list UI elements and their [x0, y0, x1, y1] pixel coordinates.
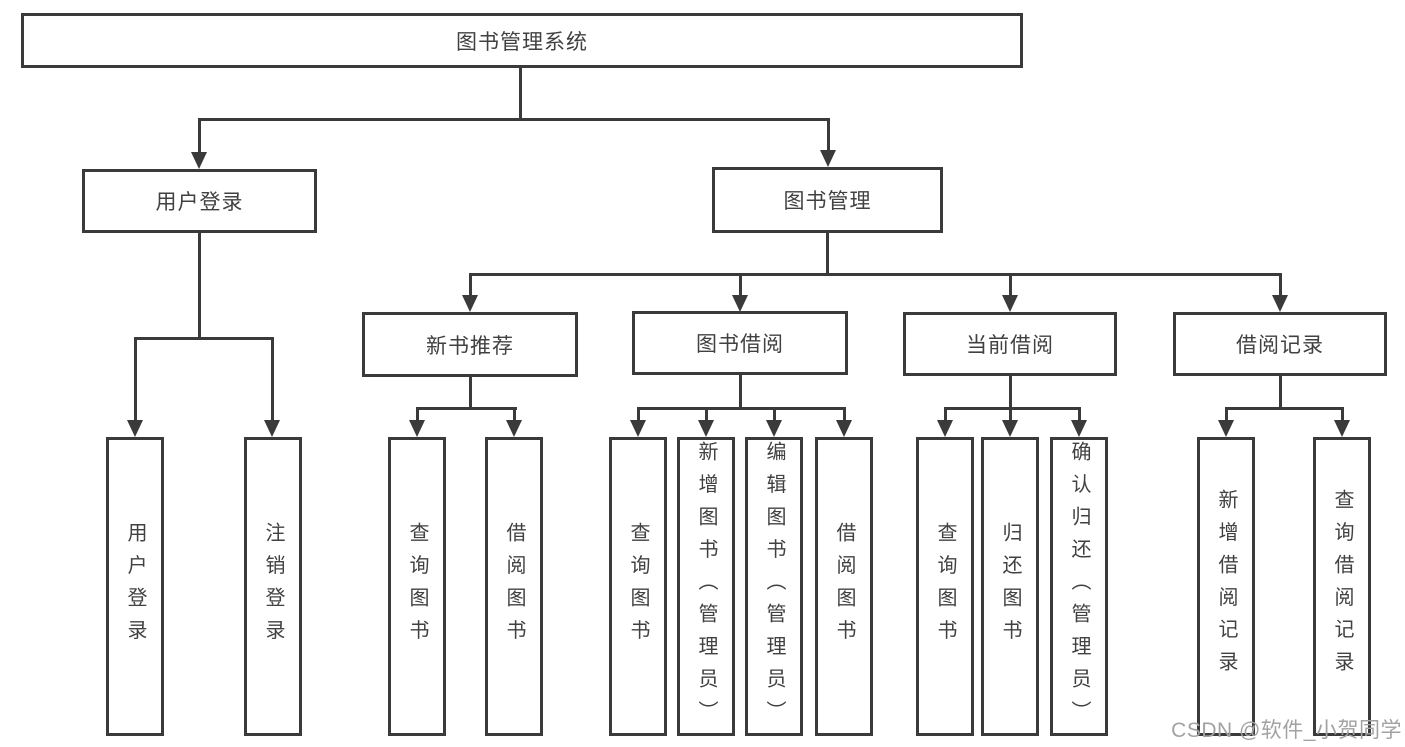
leaf-user-login: 用户登录: [106, 437, 164, 736]
leaf-borrow-books: 借阅图书: [815, 437, 873, 736]
node-book-management: 图书管理: [712, 167, 943, 233]
node-book-borrowing: 图书借阅: [632, 311, 848, 375]
connector-line: [1009, 375, 1012, 407]
leaf-confirm-return-admin: 确认归还（管理员）: [1050, 437, 1108, 736]
arrow-down-icon: [937, 420, 953, 437]
connector-line: [1009, 407, 1012, 421]
connector-line: [1341, 407, 1344, 421]
arrow-down-icon: [1071, 420, 1087, 437]
leaf-user-login-label: 用户登录: [124, 521, 146, 652]
leaf-confirm-return-admin-label: 确认归还（管理员）: [1068, 440, 1090, 733]
leaf-borrow-query-books-label: 查询图书: [627, 521, 649, 652]
connector-line: [271, 337, 274, 421]
connector-line: [1279, 273, 1282, 296]
arrow-down-icon: [630, 420, 646, 437]
node-book-borrowing-label: 图书借阅: [696, 333, 784, 356]
connector-line: [198, 118, 830, 121]
arrow-down-icon: [836, 420, 852, 437]
connector-line: [1078, 407, 1081, 421]
node-new-book-recommend: 新书推荐: [362, 312, 578, 377]
connector-line: [469, 273, 1282, 276]
leaf-current-query-books: 查询图书: [916, 437, 974, 736]
leaf-edit-books-admin: 编辑图书（管理员）: [745, 437, 803, 736]
arrow-down-icon: [766, 420, 782, 437]
connector-line: [739, 273, 742, 296]
connector-line: [198, 233, 201, 337]
connector-line: [1009, 273, 1012, 296]
arrow-down-icon: [1272, 295, 1288, 312]
connector-line: [469, 376, 472, 407]
connector-line: [134, 337, 137, 421]
leaf-return-books: 归还图书: [981, 437, 1039, 736]
arrow-down-icon: [1002, 420, 1018, 437]
leaf-borrow-books-label: 借阅图书: [833, 521, 855, 652]
arrow-down-icon: [698, 420, 714, 437]
arrow-down-icon: [1218, 420, 1234, 437]
connector-line: [843, 407, 846, 421]
leaf-add-borrow-record-label: 新增借阅记录: [1215, 489, 1237, 684]
connector-line: [739, 375, 742, 407]
leaf-return-books-label: 归还图书: [999, 521, 1021, 652]
leaf-borrow-query-books: 查询图书: [609, 437, 667, 736]
node-library-system: 图书管理系统: [21, 13, 1023, 68]
arrow-down-icon: [1002, 295, 1018, 312]
arrow-down-icon: [462, 295, 478, 312]
connector-line: [637, 407, 640, 421]
arrow-down-icon: [191, 152, 207, 169]
arrow-down-icon: [1334, 420, 1350, 437]
node-borrowing-records-label: 借阅记录: [1236, 334, 1324, 357]
leaf-add-borrow-record: 新增借阅记录: [1197, 437, 1255, 736]
node-current-borrowing-label: 当前借阅: [966, 334, 1054, 357]
leaf-rec-borrow-books: 借阅图书: [485, 437, 543, 736]
leaf-current-query-books-label: 查询图书: [934, 521, 956, 652]
connector-line: [827, 118, 830, 151]
leaf-query-borrow-record-label: 查询借阅记录: [1331, 489, 1353, 684]
leaf-logout-label: 注销登录: [262, 521, 284, 652]
node-book-management-label: 图书管理: [783, 190, 872, 213]
node-user-login-label: 用户登录: [155, 191, 244, 214]
node-new-book-recommend-label: 新书推荐: [426, 334, 514, 358]
connector-line: [773, 407, 776, 421]
connector-line: [416, 407, 517, 410]
connector-line: [826, 233, 829, 273]
leaf-rec-borrow-books-label: 借阅图书: [503, 521, 525, 652]
connector-line: [469, 273, 472, 296]
leaf-rec-query-books: 查询图书: [388, 437, 446, 736]
arrow-down-icon: [409, 420, 425, 437]
connector-line: [1225, 407, 1228, 421]
connector-line: [705, 407, 708, 421]
csdn-watermark: CSDN @软件_小贺同学: [1171, 719, 1402, 742]
arrow-down-icon: [820, 150, 836, 167]
connector-line: [944, 407, 1081, 410]
node-library-system-label: 图书管理系统: [456, 30, 588, 54]
connector-line: [198, 118, 201, 153]
leaf-rec-query-books-label: 查询图书: [406, 521, 428, 652]
arrow-down-icon: [506, 420, 522, 437]
leaf-query-borrow-record: 查询借阅记录: [1313, 437, 1371, 736]
leaf-logout: 注销登录: [244, 437, 302, 736]
arrow-down-icon: [127, 420, 143, 437]
connector-line: [519, 68, 522, 118]
leaf-edit-books-admin-label: 编辑图书（管理员）: [763, 440, 785, 733]
connector-line: [134, 337, 274, 340]
node-current-borrowing: 当前借阅: [903, 312, 1117, 376]
node-user-login: 用户登录: [82, 169, 317, 233]
connector-line: [637, 407, 846, 410]
leaf-add-books-admin: 新增图书（管理员）: [677, 437, 735, 736]
node-borrowing-records: 借阅记录: [1173, 312, 1387, 376]
connector-line: [513, 407, 516, 421]
connector-line: [416, 407, 419, 421]
connector-line: [944, 407, 947, 421]
leaf-add-books-admin-label: 新增图书（管理员）: [695, 440, 717, 733]
connector-line: [1225, 407, 1344, 410]
arrow-down-icon: [732, 295, 748, 312]
connector-line: [1279, 375, 1282, 407]
arrow-down-icon: [264, 420, 280, 437]
